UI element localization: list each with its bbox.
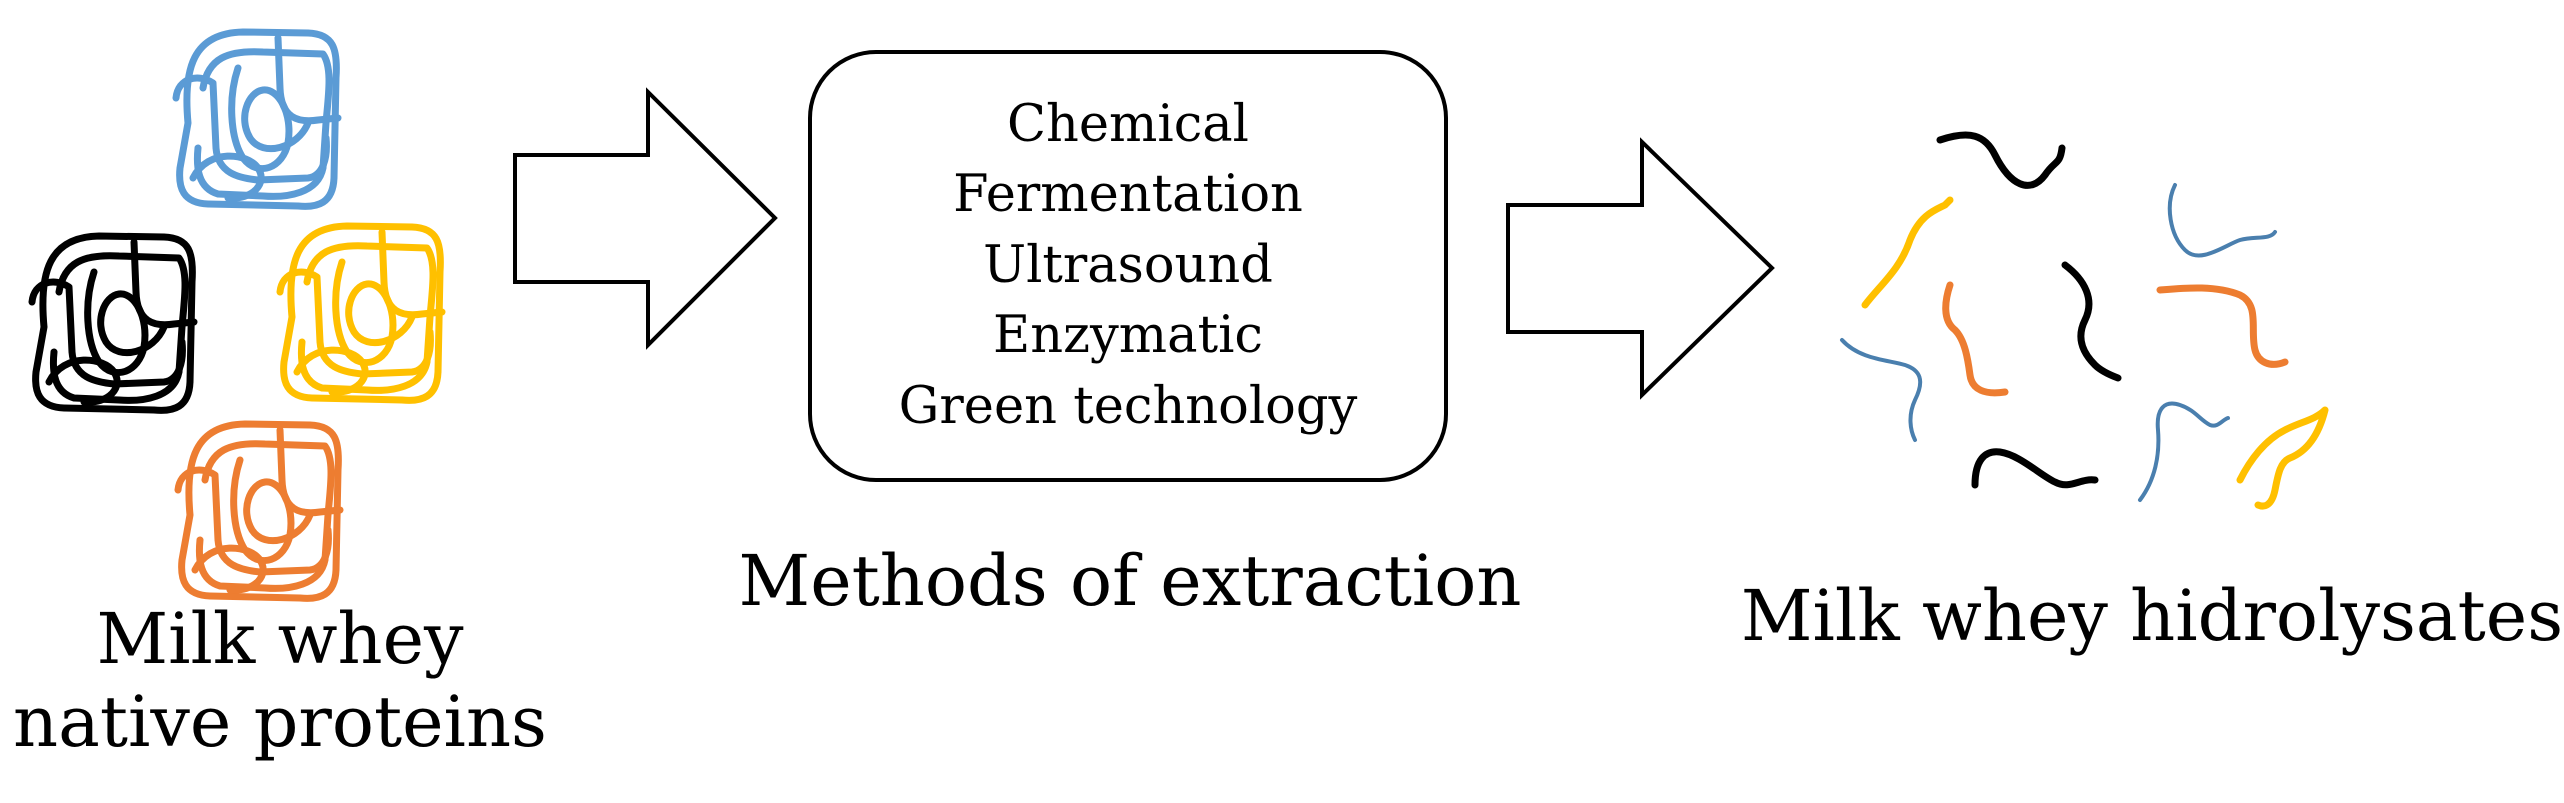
methods-box: Chemical Fermentation Ultrasound Enzymat…: [808, 50, 1448, 482]
peptide-fragment-yellow-icon: [2236, 406, 2329, 510]
native-protein-black-icon: [32, 236, 194, 410]
method-item: Chemical: [1006, 95, 1249, 155]
method-item: Ultrasound: [983, 235, 1273, 295]
native-proteins-label-line: Milk whey: [96, 598, 464, 680]
method-item: Green technology: [898, 376, 1358, 436]
block-arrow-right-icon: [1506, 137, 1775, 400]
peptide-fragment-black-icon: [2061, 261, 2122, 382]
peptide-fragment-steelblue-icon: [1840, 338, 1923, 442]
block-arrow-right-icon: [513, 87, 778, 350]
peptide-fragment-steelblue-icon: [2167, 183, 2277, 258]
peptide-fragment-black-icon: [1936, 131, 2066, 189]
method-item: Enzymatic: [993, 306, 1263, 366]
method-item: Fermentation: [953, 165, 1303, 225]
peptide-fragment-orange-icon: [2156, 284, 2289, 368]
native-proteins-label: Milk whey native proteins: [0, 598, 560, 763]
peptide-fragment-orange-icon: [1942, 281, 2009, 397]
native-protein-yellow-icon: [280, 226, 442, 400]
native-proteins-label-line: native proteins: [13, 680, 547, 763]
native-protein-blue-icon: [176, 32, 338, 206]
peptide-fragment-black-icon: [1971, 448, 2099, 489]
methods-caption: Methods of extraction: [738, 540, 1522, 622]
peptide-fragments: [1840, 131, 2329, 510]
peptide-fragment-yellow-icon: [1861, 196, 1954, 309]
native-protein-orange-icon: [178, 424, 340, 598]
hydrolysates-label: Milk whey hidrolysates: [1740, 575, 2564, 657]
peptide-fragment-steelblue-icon: [2138, 401, 2230, 502]
